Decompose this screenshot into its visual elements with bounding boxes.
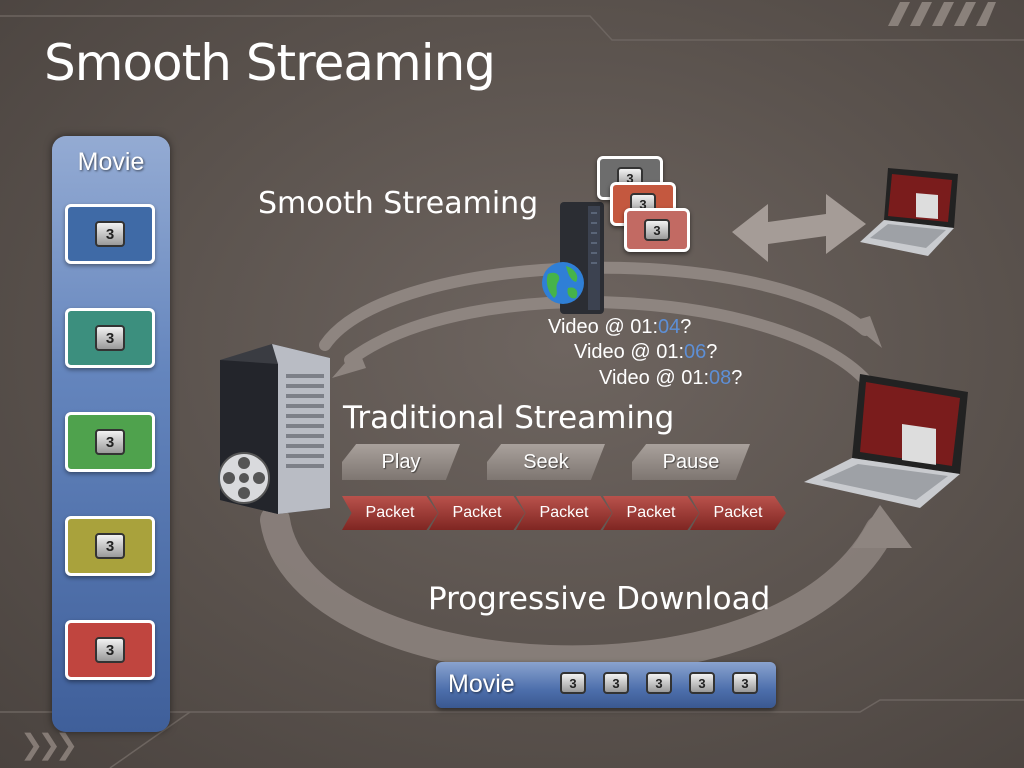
film-frame-icon: 3 bbox=[644, 219, 670, 241]
packet-chip: Packet bbox=[516, 496, 612, 530]
response-arc-arrowhead bbox=[332, 348, 366, 378]
seek-button: Seek bbox=[487, 444, 605, 480]
film-frame-icon: 3 bbox=[646, 672, 672, 694]
traditional-streaming-label: Traditional Streaming bbox=[343, 400, 675, 436]
globe-icon bbox=[542, 262, 584, 304]
play-button: Play bbox=[342, 444, 460, 480]
movie-chunk: 3 bbox=[65, 620, 155, 680]
film-frame-icon: 3 bbox=[95, 533, 125, 559]
chevron-decoration-icon: ❯❯❯ bbox=[20, 728, 78, 761]
film-frame-icon: 3 bbox=[603, 672, 629, 694]
video-request: Video @ 01:08? bbox=[599, 367, 743, 389]
download-arc-arrow bbox=[260, 505, 895, 676]
laptop-icon bbox=[804, 374, 968, 508]
packet-chip: Packet bbox=[603, 496, 699, 530]
chunk-card: 3 bbox=[624, 208, 690, 252]
laptop-icon bbox=[860, 168, 958, 256]
response-arc-arrow bbox=[344, 296, 876, 391]
film-frame-icon: 3 bbox=[560, 672, 586, 694]
film-frame-icon: 3 bbox=[95, 325, 125, 351]
pause-button: Pause bbox=[632, 444, 750, 480]
server-tower-icon bbox=[220, 344, 330, 514]
movie-download-bar: Movie 3 3 3 3 3 bbox=[436, 662, 776, 708]
request-arc-arrowhead bbox=[850, 316, 882, 348]
film-frame-icon: 3 bbox=[95, 429, 125, 455]
film-frame-icon: 3 bbox=[95, 221, 125, 247]
movie-chunk-column: Movie 3 3 3 3 3 bbox=[52, 136, 170, 732]
progressive-download-label: Progressive Download bbox=[428, 581, 771, 617]
corner-stripes-decoration bbox=[888, 2, 996, 26]
download-arc-arrowhead bbox=[852, 505, 912, 548]
packet-chip: Packet bbox=[429, 496, 525, 530]
video-request: Video @ 01:06? bbox=[574, 341, 718, 363]
movie-bar-label: Movie bbox=[448, 670, 515, 698]
double-arrow-icon bbox=[732, 194, 866, 262]
movie-chunk: 3 bbox=[65, 516, 155, 576]
film-frame-icon: 3 bbox=[689, 672, 715, 694]
packet-chip: Packet bbox=[342, 496, 438, 530]
movie-chunk: 3 bbox=[65, 308, 155, 368]
film-frame-icon: 3 bbox=[732, 672, 758, 694]
packet-chip: Packet bbox=[690, 496, 786, 530]
film-frame-icon: 3 bbox=[95, 637, 125, 663]
movie-chunk: 3 bbox=[65, 412, 155, 472]
movie-chunk: 3 bbox=[65, 204, 155, 264]
movie-column-label: Movie bbox=[77, 148, 145, 176]
video-request: Video @ 01:04? bbox=[548, 316, 692, 338]
film-reel-icon bbox=[218, 452, 270, 504]
smooth-streaming-label: Smooth Streaming bbox=[258, 186, 539, 221]
slide-title: Smooth Streaming bbox=[44, 34, 496, 92]
